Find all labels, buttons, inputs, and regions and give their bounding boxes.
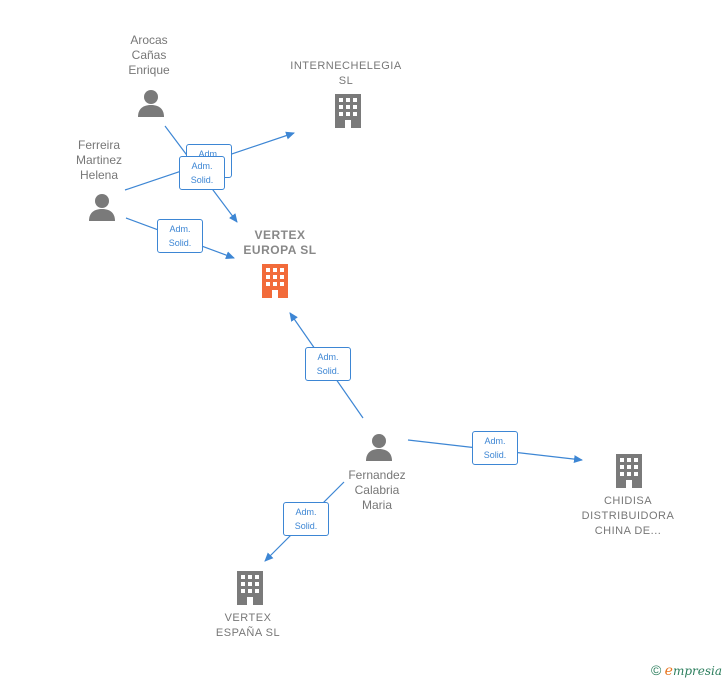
edge-label-fernandez-espana: Adm. Solid. (283, 502, 329, 536)
edge-label-ferreira-vertex: Adm. Solid. (157, 219, 203, 253)
company-label-chidisa[interactable]: CHIDISA DISTRIBUIDORA CHINA DE... (581, 495, 675, 537)
copyright-icon: © (650, 662, 662, 678)
brand-logo-text: mpresia (672, 664, 722, 678)
company-label-vertex-espana[interactable]: VERTEX ESPAÑA SL (215, 612, 281, 639)
edge-label-fernandez-chidisa: Adm. Solid. (472, 431, 518, 465)
person-icon[interactable] (87, 192, 117, 222)
building-icon-main[interactable] (260, 264, 290, 298)
person-icon[interactable] (364, 432, 394, 462)
building-icon[interactable] (614, 454, 644, 488)
person-icon[interactable] (136, 88, 166, 118)
company-label-internechelegia[interactable]: INTERNECHELEGIA SL (290, 60, 402, 87)
person-label-ferreira[interactable]: Ferreira Martinez Helena (75, 138, 122, 182)
building-icon[interactable] (333, 94, 363, 128)
edge-label-ferreira-internechelegia: Adm. Solid. (179, 156, 225, 190)
company-label-vertex-europa[interactable]: VERTEX EUROPA SL (243, 228, 317, 257)
person-label-arocas[interactable]: Arocas Cañas Enrique (128, 33, 170, 77)
building-icon[interactable] (235, 571, 265, 605)
person-label-fernandez[interactable]: Fernandez Calabria Maria (348, 468, 406, 512)
edge-label-fernandez-vertex: Adm. Solid. (305, 347, 351, 381)
brand-footer: © empresia (651, 662, 722, 679)
brand-logo-initial: e (664, 663, 673, 679)
